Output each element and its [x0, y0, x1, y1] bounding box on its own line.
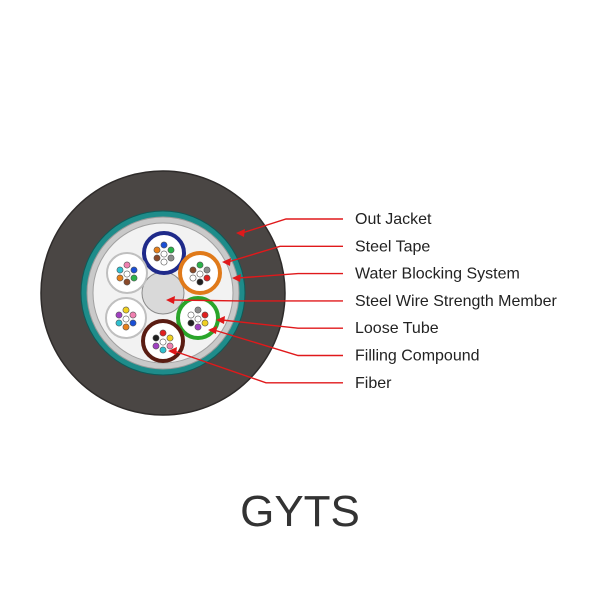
fiber — [122, 306, 130, 314]
fiber — [160, 250, 168, 258]
leader-line — [208, 326, 343, 357]
fiber — [194, 323, 202, 331]
fiber — [160, 258, 168, 266]
fiber — [115, 311, 123, 319]
fiber — [201, 319, 209, 327]
callout-label: Fiber — [355, 375, 392, 392]
fiber — [187, 311, 195, 319]
fiber — [123, 278, 131, 286]
fiber — [203, 266, 211, 274]
fiber — [153, 254, 161, 262]
callout-label: Water Blocking System — [355, 266, 520, 283]
leader-arrowhead — [216, 316, 225, 324]
fiber — [167, 246, 175, 254]
fiber — [160, 241, 168, 249]
fiber — [130, 266, 138, 274]
fiber — [153, 246, 161, 254]
fiber — [116, 266, 124, 274]
fiber — [201, 311, 209, 319]
leader-line-path — [227, 245, 343, 263]
leader-arrowhead — [232, 274, 241, 282]
callout-label: Filling Compound — [355, 348, 480, 365]
fiber — [152, 334, 160, 342]
leader-line-path — [237, 272, 343, 279]
fiber — [122, 323, 130, 331]
fiber — [123, 270, 131, 278]
loose-tube — [105, 297, 147, 339]
fiber — [166, 342, 174, 350]
leader-lines — [166, 218, 343, 384]
fiber — [159, 338, 167, 346]
fiber — [123, 261, 131, 269]
fiber — [129, 311, 137, 319]
cable-type-title: GYTS — [240, 487, 360, 536]
fiber — [152, 342, 160, 350]
leader-line-path — [221, 319, 343, 329]
fiber — [122, 315, 130, 323]
callout-label: Out Jacket — [355, 211, 432, 228]
leader-arrowhead — [236, 229, 245, 237]
fiber — [194, 315, 202, 323]
leader-line — [168, 347, 343, 384]
cable-cross-section — [40, 170, 286, 416]
fiber — [129, 319, 137, 327]
leader-arrowhead — [208, 326, 217, 334]
leader-line-path — [241, 218, 343, 234]
fiber — [166, 334, 174, 342]
fiber — [116, 274, 124, 282]
fiber — [203, 274, 211, 282]
callout-label: Steel Tape — [355, 238, 430, 255]
fiber — [189, 266, 197, 274]
leader-line-path — [171, 299, 343, 302]
loose-tube — [142, 231, 186, 275]
fiber — [159, 329, 167, 337]
loose-tube — [141, 319, 185, 363]
callout-label: Loose Tube — [355, 320, 439, 337]
loose-tube — [178, 251, 222, 295]
loose-tube — [106, 252, 148, 294]
fiber — [115, 319, 123, 327]
leader-line — [232, 272, 343, 282]
fiber — [130, 274, 138, 282]
fiber — [187, 319, 195, 327]
leader-arrowhead — [222, 258, 231, 266]
leader-arrowhead — [166, 296, 175, 304]
callout-label: Steel Wire Strength Member — [355, 293, 558, 310]
fiber — [196, 261, 204, 269]
leader-line-path — [173, 350, 343, 384]
loose-tube — [176, 296, 220, 340]
fiber — [194, 306, 202, 314]
steel-wire-strength-member — [141, 271, 185, 315]
fiber — [189, 274, 197, 282]
leader-line — [236, 218, 343, 237]
fiber — [167, 254, 175, 262]
fiber — [196, 278, 204, 286]
fiber — [159, 346, 167, 354]
leader-line — [222, 245, 343, 266]
fiber — [196, 270, 204, 278]
leader-line-path — [213, 329, 343, 357]
leader-line — [216, 316, 343, 329]
leader-line — [166, 296, 343, 304]
leader-arrowhead — [168, 347, 177, 355]
